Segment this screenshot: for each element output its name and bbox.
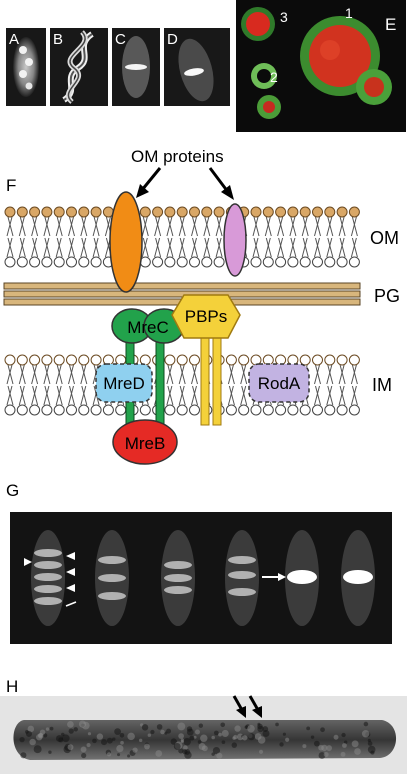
g-arrowheads bbox=[24, 552, 286, 607]
panel-h-label: H bbox=[6, 677, 18, 696]
im-layer-label: IM bbox=[372, 375, 392, 395]
pg-layer-label: PG bbox=[374, 286, 400, 306]
panel-g-label: G bbox=[6, 481, 19, 500]
om-proteins-label: OM proteins bbox=[131, 147, 224, 166]
cell-number-3: 3 bbox=[280, 9, 288, 25]
panel-c-label: C bbox=[115, 31, 126, 48]
om-protein-orange bbox=[109, 191, 143, 293]
cell-number-1: 1 bbox=[345, 5, 353, 21]
panel-e-label: E bbox=[385, 15, 396, 34]
panel-h: H bbox=[0, 677, 407, 774]
panel-d: D bbox=[164, 28, 230, 106]
h-band-texture bbox=[19, 720, 376, 759]
pbps-complex: PBPs bbox=[171, 294, 241, 426]
h-arrows bbox=[232, 695, 262, 718]
panel-g: G bbox=[6, 481, 392, 644]
mred-label: MreD bbox=[103, 374, 145, 393]
roda-label: RodA bbox=[258, 374, 301, 393]
g-cell-strip bbox=[31, 530, 375, 626]
om-protein-arrows bbox=[136, 167, 234, 200]
om-layer-label: OM bbox=[370, 228, 399, 248]
cell-number-2: 2 bbox=[270, 69, 278, 85]
mrec-label: MreC bbox=[127, 318, 169, 337]
mreb-label: MreB bbox=[125, 434, 166, 453]
panel-f-label: F bbox=[6, 176, 16, 195]
pbps-protein bbox=[171, 294, 241, 339]
panel-b: B bbox=[50, 28, 108, 106]
mreb-protein bbox=[112, 419, 178, 465]
mred-protein bbox=[95, 363, 153, 403]
panel-c: C bbox=[112, 28, 160, 106]
panel-f: F OM proteins MreB MreC bbox=[3, 147, 400, 465]
outer-membrane bbox=[4, 206, 360, 268]
panel-a-label: A bbox=[9, 31, 19, 48]
panel-d-label: D bbox=[167, 31, 178, 48]
panel-b-label: B bbox=[53, 31, 63, 48]
roda-protein bbox=[248, 363, 310, 403]
panel-e: 3 1 2 E bbox=[236, 0, 406, 132]
pbps-label: PBPs bbox=[185, 307, 228, 326]
panel-a: A bbox=[6, 28, 46, 106]
om-protein-pink bbox=[223, 203, 247, 277]
